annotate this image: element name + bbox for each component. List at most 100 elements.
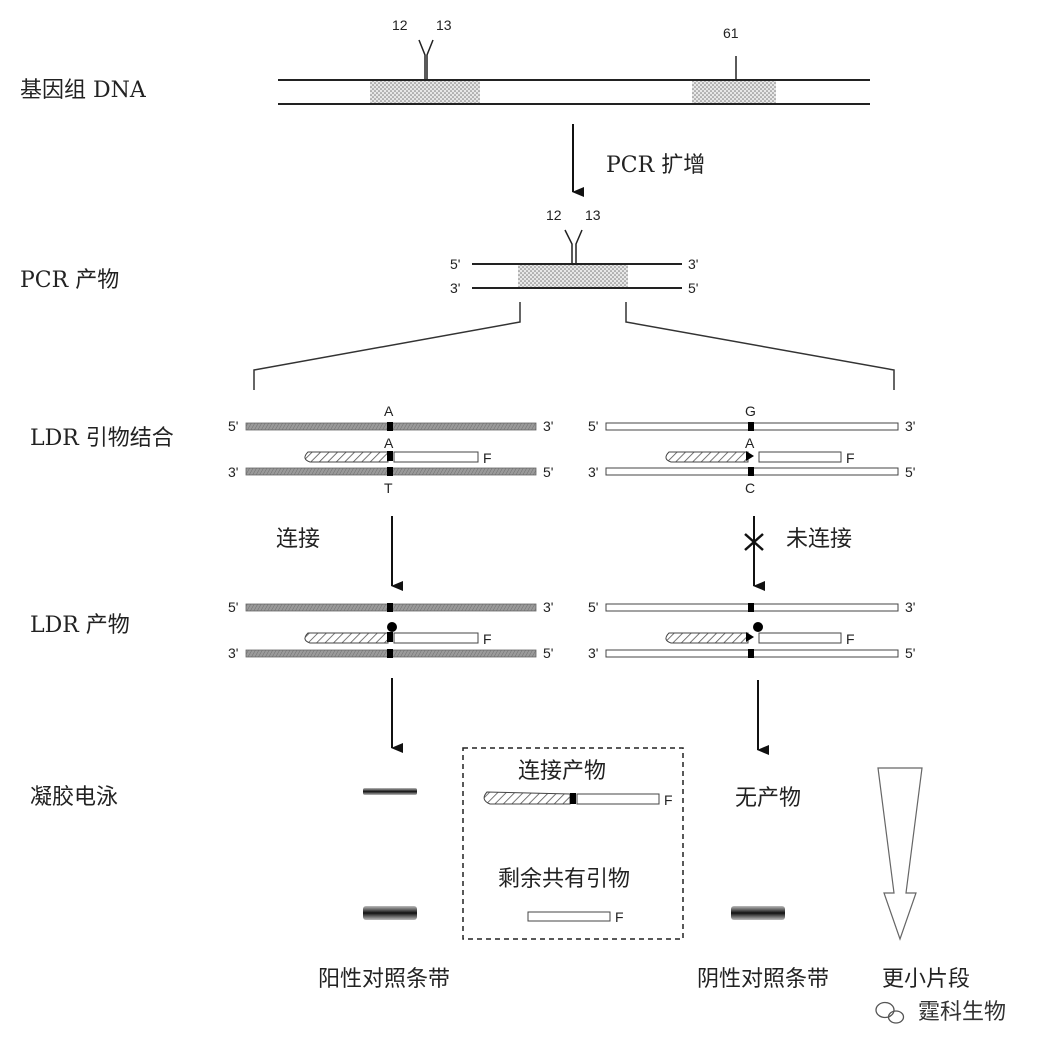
- three-prime-label: 3': [228, 645, 238, 661]
- probe-tag-label: F: [846, 450, 855, 466]
- probe-base: [387, 632, 393, 642]
- probe-base: [570, 793, 576, 804]
- five-prime-label: 5': [228, 418, 238, 434]
- snp-site: [748, 422, 754, 431]
- expansion-line-right: [625, 302, 895, 390]
- snp-site: [387, 603, 393, 612]
- three-prime-label: 3': [588, 645, 598, 661]
- base-label: A: [745, 435, 755, 451]
- ligation-junction: [387, 622, 397, 632]
- amplicon-region: [518, 265, 628, 287]
- five-prime-label: 5': [228, 599, 238, 615]
- snp-site: [748, 649, 754, 658]
- positive-band-caption: 阳性对照条带: [318, 967, 450, 992]
- stage-label-pcr-product: PCR 产物: [20, 268, 119, 293]
- ldr-product-ligated: F 5' 3' 3' 5': [228, 599, 553, 661]
- stage-label-ldr-product: LDR 产物: [30, 613, 130, 638]
- snp-site: [748, 603, 754, 612]
- gel-band-primer: [363, 906, 417, 920]
- stage-label-ldr-binding: LDR 引物结合: [30, 426, 174, 451]
- ldr-product-unligated: F 5' 3' 3' 5': [588, 599, 915, 661]
- probe-tag-label: F: [483, 450, 492, 466]
- base-label: A: [384, 403, 394, 419]
- residual-primer: [527, 911, 611, 922]
- mismatch-base: [746, 451, 754, 461]
- ldr-binding-match: F A A T 5' 3' 3' 5': [228, 403, 553, 496]
- gel-band-ligated: [363, 788, 417, 795]
- five-prime-label: 5': [588, 418, 598, 434]
- pcr-step-label: PCR 扩增: [606, 153, 705, 178]
- three-prime-label: 3': [905, 418, 915, 434]
- allele-probe: [393, 451, 479, 463]
- gel-band-primer: [731, 906, 785, 920]
- probe-base: [387, 451, 393, 461]
- pcr-product: 12 13 5' 3' 3' 5': [450, 207, 698, 296]
- exon-region: [370, 81, 480, 103]
- three-prime-label: 3': [688, 256, 698, 272]
- allele-probe: [758, 451, 842, 463]
- ldr-binding-mismatch: F G A C 5' 3' 3' 5': [588, 403, 915, 496]
- base-label: C: [745, 480, 755, 496]
- probe-tag-label: F: [483, 631, 492, 647]
- residual-primer-label: 剩余共有引物: [498, 867, 630, 892]
- snp-site: [748, 467, 754, 476]
- five-prime-label: 5': [543, 464, 553, 480]
- codon-12-label: 12: [392, 17, 408, 33]
- ligated-product-label: 连接产物: [518, 759, 606, 784]
- no-product-label: 无产物: [735, 786, 801, 811]
- common-primer: [483, 791, 571, 805]
- three-prime-label: 3': [905, 599, 915, 615]
- common-primer: [665, 451, 749, 463]
- cross-icon: [744, 533, 764, 551]
- five-prime-label: 5': [905, 464, 915, 480]
- five-prime-label: 5': [450, 256, 460, 272]
- three-prime-label: 3': [228, 464, 238, 480]
- stage-label-gel: 凝胶电泳: [30, 785, 118, 810]
- probe-tag-label: F: [615, 909, 624, 925]
- unligated-probe-end: [753, 622, 763, 632]
- codon-12-label: 12: [546, 207, 562, 223]
- codon-12-13-marker: [418, 39, 434, 80]
- allele-probe: [393, 632, 479, 644]
- codon-13-label: 13: [436, 17, 452, 33]
- common-primer: [304, 632, 389, 644]
- watermark-text: 霆科生物: [918, 1000, 1006, 1025]
- probe-tag-label: F: [846, 631, 855, 647]
- snp-site: [387, 422, 393, 431]
- five-prime-label: 5': [543, 645, 553, 661]
- base-label: T: [384, 480, 393, 496]
- snp-site: [387, 467, 393, 476]
- direction-arrow-icon: [877, 767, 923, 941]
- probe-tag-label: F: [664, 792, 673, 808]
- five-prime-label: 5': [688, 280, 698, 296]
- stage-label-genomic-dna: 基因组 DNA: [20, 78, 147, 103]
- watermark: 霆科生物: [875, 1000, 1006, 1025]
- codon-13-label: 13: [585, 207, 601, 223]
- three-prime-label: 3': [450, 280, 460, 296]
- codon-61-label: 61: [723, 25, 739, 41]
- base-label: A: [384, 435, 394, 451]
- negative-band-caption: 阴性对照条带: [697, 967, 829, 992]
- mismatch-base: [746, 632, 754, 642]
- gel-legend-box: 连接产物 F 剩余共有引物 F: [462, 747, 684, 940]
- codon-12-13-marker: [564, 229, 583, 264]
- allele-probe: [758, 632, 842, 644]
- common-primer: [665, 632, 749, 644]
- expansion-line-left: [253, 302, 521, 390]
- three-prime-label: 3': [543, 418, 553, 434]
- base-label: G: [745, 403, 756, 419]
- common-primer: [304, 451, 389, 463]
- snp-site: [387, 649, 393, 658]
- three-prime-label: 3': [588, 464, 598, 480]
- allele-probe: [576, 793, 660, 805]
- wechat-icon: [875, 1001, 905, 1024]
- exon-region: [692, 81, 776, 103]
- no-ligation-label: 未连接: [786, 527, 852, 552]
- five-prime-label: 5': [905, 645, 915, 661]
- five-prime-label: 5': [588, 599, 598, 615]
- three-prime-label: 3': [543, 599, 553, 615]
- smaller-fragment-caption: 更小片段: [882, 967, 970, 992]
- genomic-dna: 12 13 61: [278, 17, 870, 105]
- ligation-label: 连接: [276, 527, 320, 552]
